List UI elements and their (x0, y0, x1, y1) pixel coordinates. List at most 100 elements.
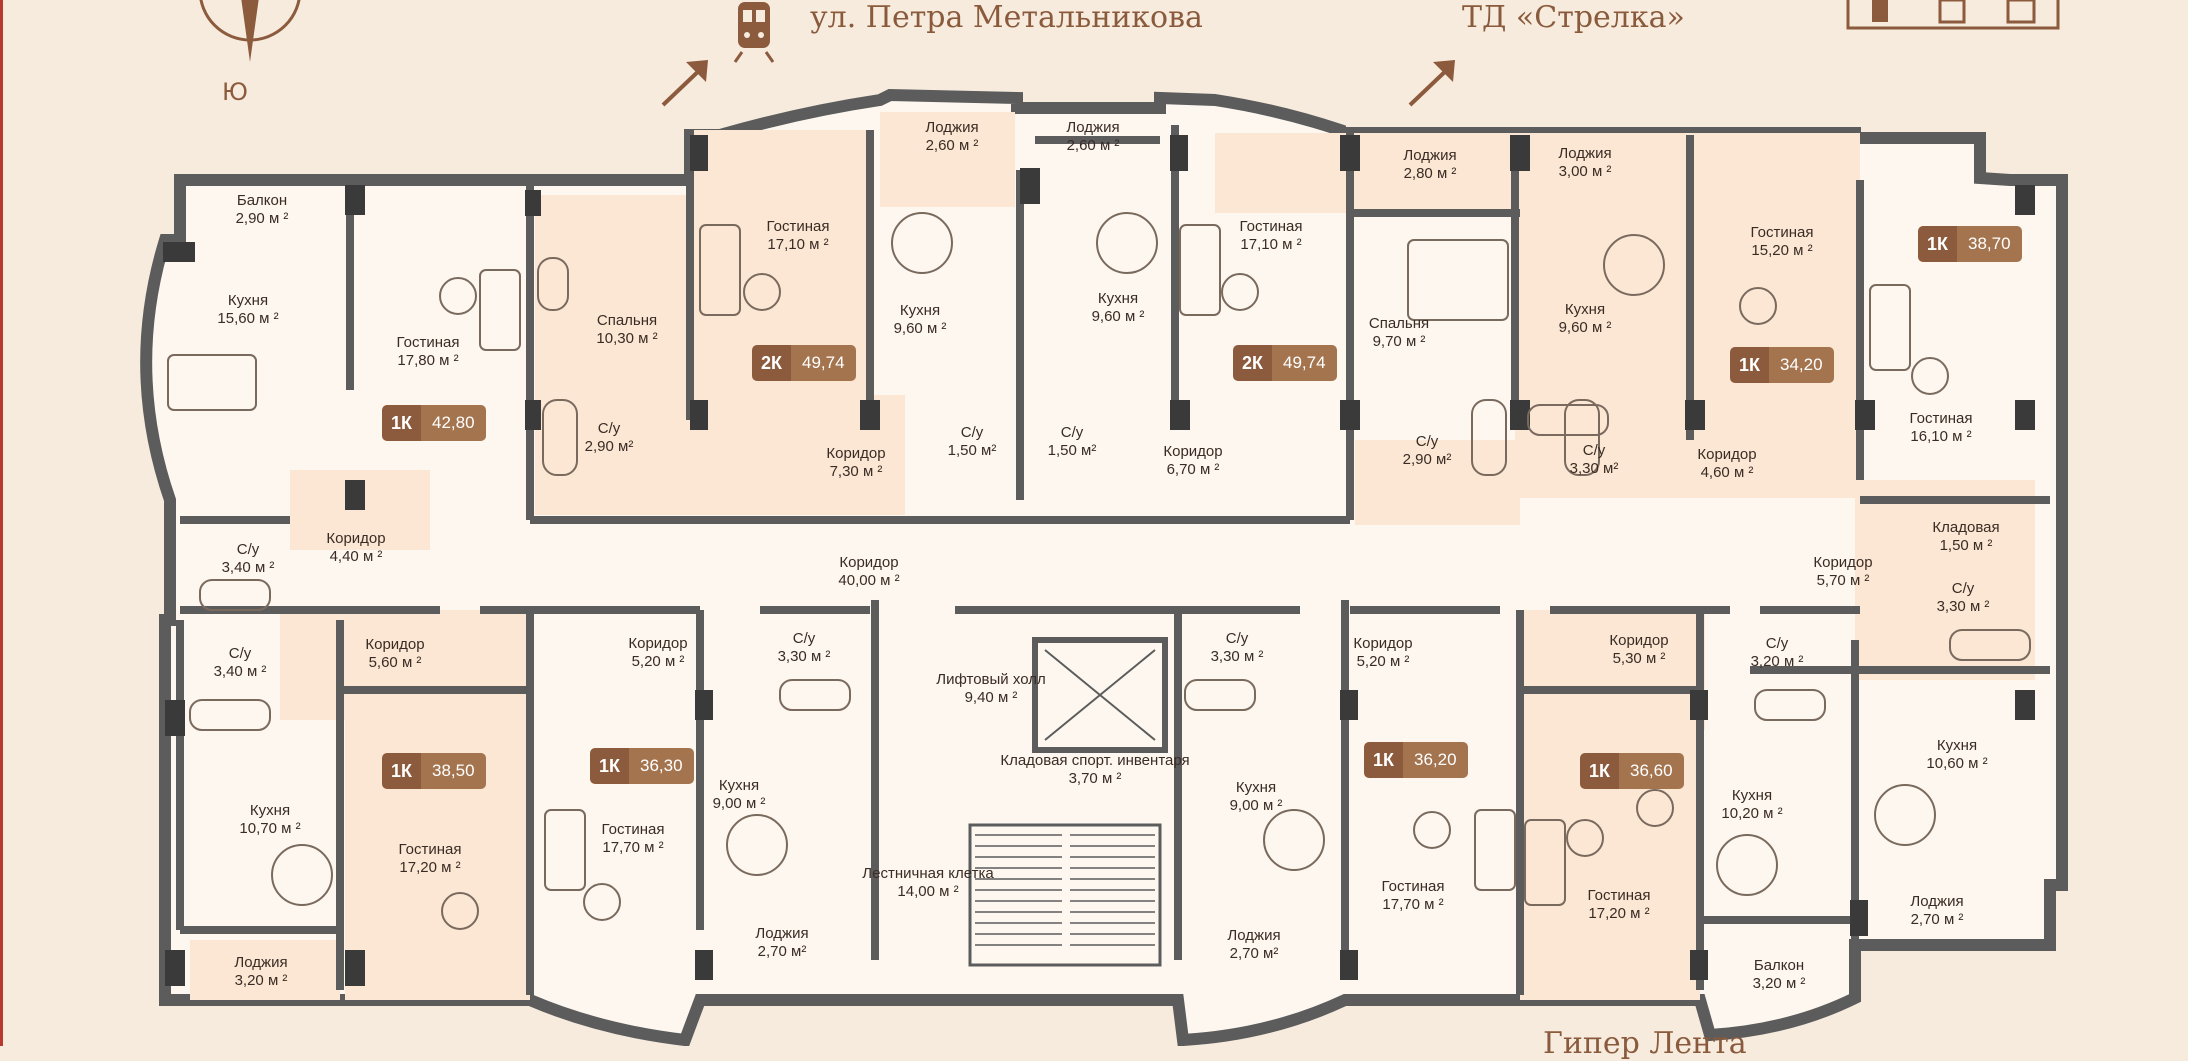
room-name: Коридор (839, 554, 899, 571)
room-area: 2,90 м² (584, 438, 634, 455)
room-area: 9,40 м ² (964, 689, 1018, 706)
room-area: 1,50 м² (1047, 442, 1097, 459)
room-area: 2,80 м ² (1403, 165, 1457, 182)
apartment-type: 2К (752, 345, 791, 381)
wall-columns (163, 135, 2035, 986)
room-name: Гостиная (1909, 410, 1973, 427)
room-name: Лоджия (1403, 147, 1457, 164)
room-area: 6,70 м ² (1166, 461, 1220, 478)
room-area: 2,70 м² (1229, 945, 1279, 962)
page-edge-line (0, 0, 3, 1046)
room-name: Коридор (628, 635, 688, 652)
room-name: Гостиная (1239, 218, 1303, 235)
apartment-type: 1К (1730, 347, 1769, 383)
direction-arrow-icon (661, 60, 708, 107)
room-area: 2,70 м ² (1910, 911, 1964, 928)
apartment-area: 36,30 (629, 748, 694, 784)
room-name: Лоджия (1558, 145, 1612, 162)
room-name: С/у (792, 630, 816, 647)
room-area: 10,20 м ² (1721, 805, 1783, 822)
room-name: С/у (228, 645, 252, 662)
room-name: С/у (1060, 424, 1084, 441)
room-name: Коридор (1697, 446, 1757, 463)
room-area: 9,60 м ² (1558, 319, 1612, 336)
room-area: 17,10 м ² (767, 236, 829, 253)
apartment-area: 36,20 (1403, 742, 1468, 778)
room-area: 9,00 м ² (1229, 797, 1283, 814)
apartment-type: 1К (382, 405, 421, 441)
room-area: 40,00 м ² (838, 572, 900, 589)
apartment-type: 2К (1233, 345, 1272, 381)
room-area: 17,10 м ² (1240, 236, 1302, 253)
room-name: Лоджия (755, 925, 809, 942)
room-area: 3,20 м ² (1752, 975, 1806, 992)
room-area: 3,30 м ² (1936, 598, 1990, 615)
apartment-type: 1К (1580, 753, 1619, 789)
room-area: 10,70 м ² (239, 820, 301, 837)
room-name: Лоджия (925, 119, 979, 136)
room-name: С/у (1765, 635, 1789, 652)
metro-street-label: ул. Петра Метальникова (810, 0, 1203, 35)
room-area: 3,20 м ² (1750, 653, 1804, 670)
room-name: Лоджия (1910, 893, 1964, 910)
apartment-area: 42,80 (421, 405, 486, 441)
room-area: 7,30 м ² (829, 463, 883, 480)
room-name: Кухня (1731, 787, 1773, 804)
room-name: Коридор (326, 530, 386, 547)
room-area: 2,60 м ² (925, 137, 979, 154)
stair-steps (975, 834, 1155, 946)
room-name: Лестничная клетка (862, 865, 994, 882)
room-name: С/у (960, 424, 984, 441)
apartment-area: 49,74 (791, 345, 856, 381)
room-area: 3,30 м ² (777, 648, 831, 665)
apartment-type: 1К (382, 753, 421, 789)
room-name: Коридор (826, 445, 886, 462)
room-area: 3,20 м ² (234, 972, 288, 989)
room-name: Гостиная (1381, 878, 1445, 895)
room-name: Кухня (249, 802, 291, 819)
room-name: Кухня (1235, 779, 1277, 796)
room-name: Балкон (1753, 957, 1805, 974)
room-name: С/у (236, 541, 260, 558)
room-area: 10,30 м ² (596, 330, 658, 347)
room-name: Коридор (365, 636, 425, 653)
mall-label: ТД «Стрелка» (1462, 0, 1685, 35)
apartment-type: 1К (590, 748, 629, 784)
room-area: 4,40 м ² (329, 548, 383, 565)
room-area: 3,30 м² (1569, 460, 1619, 477)
room-area: 15,60 м ² (217, 310, 279, 327)
room-name: Спальня (1368, 315, 1430, 332)
